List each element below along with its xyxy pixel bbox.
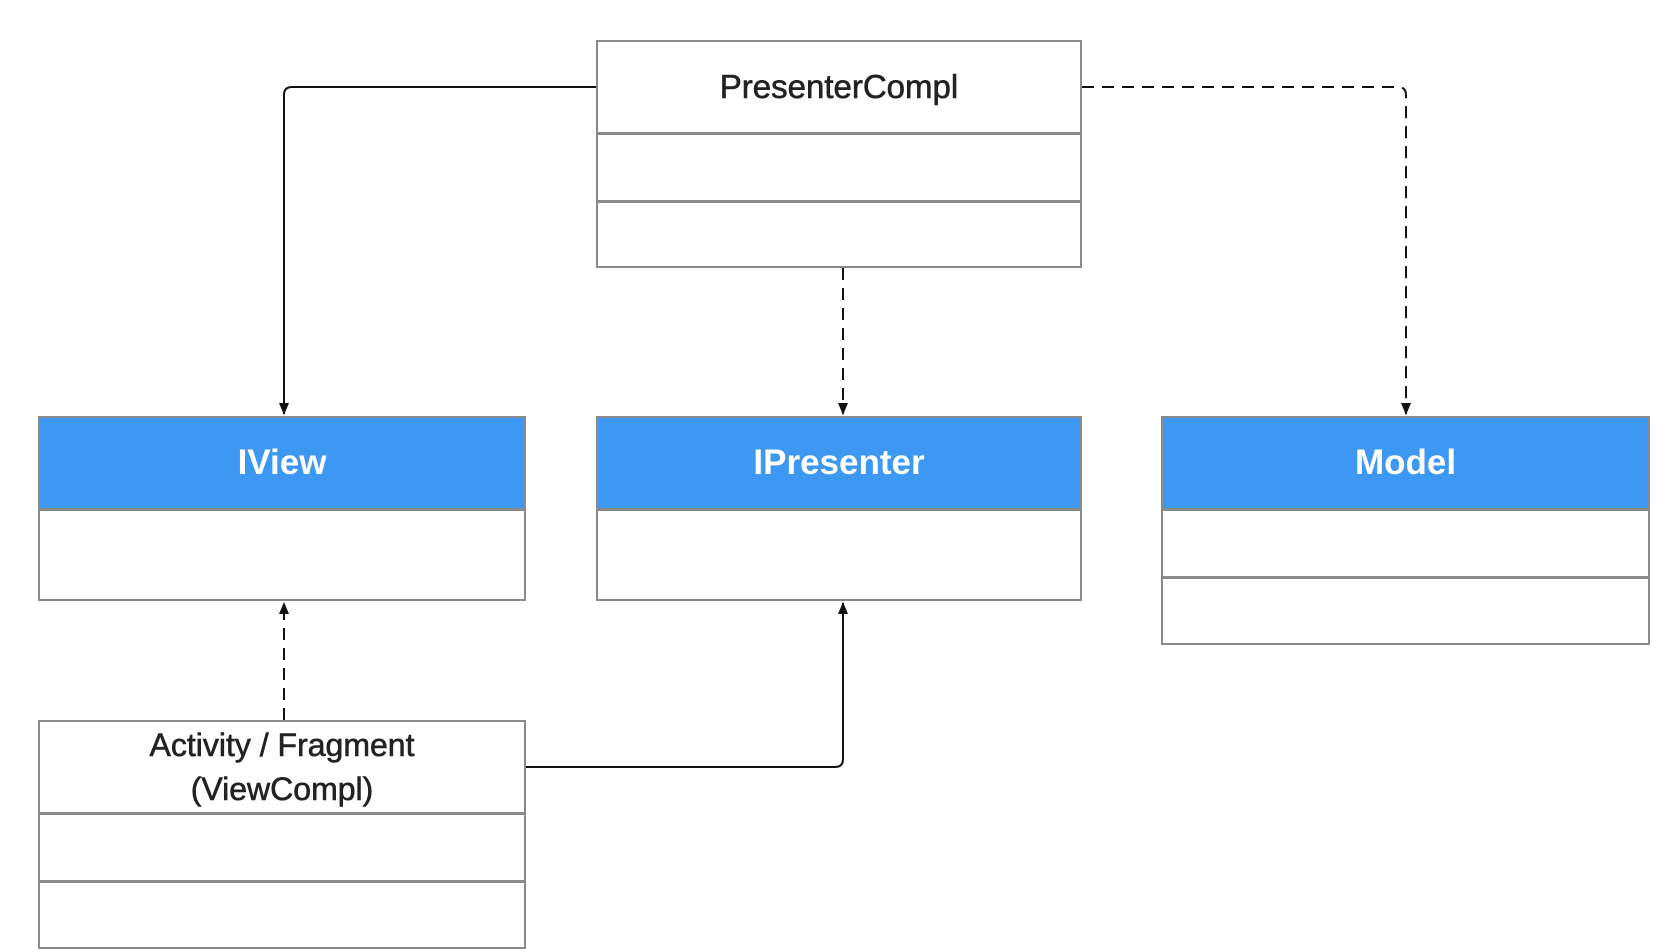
class-box-model[interactable]: Model xyxy=(1161,416,1650,645)
class-body-iview xyxy=(40,511,524,599)
class-title-ipresenter: IPresenter xyxy=(598,418,1080,511)
connector-presentercompl-to-model xyxy=(1082,86,1411,415)
connector-presentercompl-to-iview xyxy=(279,86,596,415)
class-box-iview[interactable]: IView xyxy=(38,416,526,601)
class-title-presentercompl: PresenterCompl xyxy=(598,42,1080,135)
class-attributes-presentercompl xyxy=(598,135,1080,203)
class-methods-presentercompl xyxy=(598,203,1080,266)
class-title-iview: IView xyxy=(40,418,524,511)
class-body-ipresenter xyxy=(598,511,1080,599)
class-methods-activity-fragment xyxy=(40,883,524,947)
class-attributes-model xyxy=(1163,511,1648,579)
class-title-line1: Activity / Fragment xyxy=(149,727,415,764)
class-box-activity-fragment[interactable]: Activity / Fragment (ViewCompl) xyxy=(38,720,526,949)
class-box-ipresenter[interactable]: IPresenter xyxy=(596,416,1082,601)
class-title-activity-fragment: Activity / Fragment (ViewCompl) xyxy=(40,722,524,815)
class-attributes-activity-fragment xyxy=(40,815,524,883)
class-methods-model xyxy=(1163,579,1648,643)
class-box-presentercompl[interactable]: PresenterCompl xyxy=(596,40,1082,268)
class-title-line2: (ViewCompl) xyxy=(190,771,374,808)
connector-activity-to-ipresenter xyxy=(526,602,848,768)
class-title-model: Model xyxy=(1163,418,1648,511)
